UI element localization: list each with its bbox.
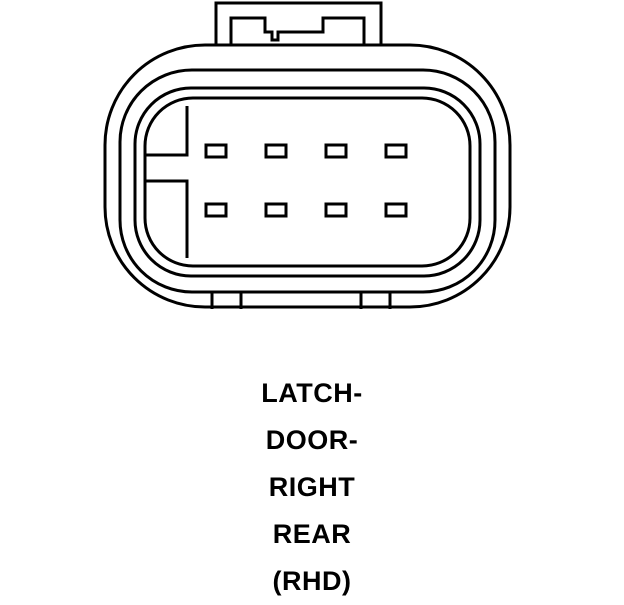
caption-line-2: DOOR- — [265, 425, 359, 455]
caption-line-3: RIGHT — [268, 472, 356, 502]
bottom-notch-left — [210, 292, 243, 309]
keying-ledge-lower — [145, 179, 189, 258]
pin-terminal — [264, 202, 288, 218]
latch-tab-detail — [229, 16, 366, 65]
pin-terminal — [324, 202, 348, 218]
pin-terminal — [204, 202, 228, 218]
keying-ledge-upper — [145, 106, 189, 157]
connector-housing-ring — [118, 68, 497, 294]
caption-line-5: (RHD) — [272, 566, 352, 596]
latch-tab — [214, 1, 383, 65]
connector-caption: LATCH- DOOR- RIGHT REAR (RHD) — [0, 370, 624, 605]
caption-line-1: LATCH- — [261, 378, 363, 408]
bottom-notch-right — [359, 292, 392, 309]
pin-cavity-outer — [133, 86, 482, 278]
caption-line-4: REAR — [272, 519, 352, 549]
pin-terminal — [384, 143, 408, 159]
pin-terminal — [324, 143, 348, 159]
pin-array — [204, 143, 408, 218]
pin-terminal — [204, 143, 228, 159]
pin-terminal — [264, 143, 288, 159]
pin-terminal — [384, 202, 408, 218]
connector-diagram — [103, 1, 512, 309]
